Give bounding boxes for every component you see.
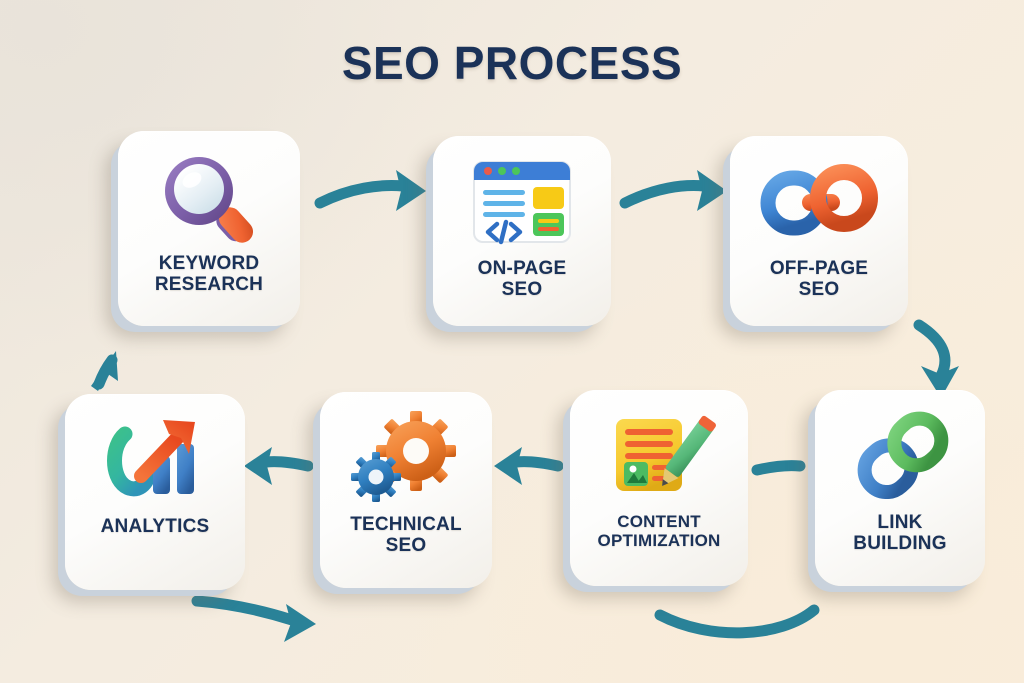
arrow-offpage-to-link (913, 319, 959, 398)
card-on-page-seo[interactable]: ON-PAGE SEO (433, 136, 611, 326)
card-label-line2: OPTIMIZATION (597, 531, 721, 551)
decorative-arc-bottom-left (191, 595, 316, 642)
arrow-onpage-to-offpage (619, 170, 727, 211)
card-keyword-research[interactable]: KEYWORD RESEARCH (118, 131, 300, 326)
card-label-line1: ANALYTICS (100, 516, 210, 537)
document-pencil-icon (599, 406, 719, 510)
arrow-technical-to-analytics (244, 447, 314, 485)
card-label-line2: BUILDING (853, 533, 947, 555)
arrow-keyword-to-onpage (314, 170, 426, 211)
chain-link-diagonal-icon (840, 406, 960, 510)
card-label-line2: RESEARCH (154, 274, 264, 296)
card-label-line1: ON-PAGE (477, 258, 567, 279)
card-link-building[interactable]: LINK BUILDING (815, 390, 985, 586)
card-label-off-page-seo: OFF-PAGE SEO (730, 258, 908, 301)
browser-window-code-icon (462, 152, 582, 256)
card-label-line1: LINK (877, 512, 923, 533)
growth-chart-arrow-icon (95, 410, 215, 514)
card-label-link-building: LINK BUILDING (815, 512, 985, 555)
card-label-analytics: ANALYTICS (65, 516, 245, 537)
card-label-line1: OFF-PAGE (769, 258, 869, 279)
card-analytics[interactable]: ANALYTICS (65, 394, 245, 590)
card-label-line2: SEO (798, 279, 840, 301)
card-label-content-optimization: CONTENT OPTIMIZATION (570, 512, 748, 550)
card-label-technical-seo: TECHNICAL SEO (320, 514, 492, 557)
gears-icon (346, 408, 466, 512)
card-label-line1: TECHNICAL (350, 514, 462, 535)
card-label-line2: SEO (501, 279, 543, 301)
card-technical-seo[interactable]: TECHNICAL SEO (320, 392, 492, 588)
card-label-line1: CONTENT (617, 512, 701, 531)
arrow-analytics-to-keyword (91, 351, 118, 391)
magnifying-glass-icon (149, 147, 269, 251)
card-label-keyword-research: KEYWORD RESEARCH (118, 253, 300, 296)
chain-link-horizontal-icon (759, 152, 879, 256)
card-label-line1: KEYWORD (158, 253, 260, 274)
decorative-arc-bottom-right (654, 604, 820, 639)
arrow-content-to-technical (494, 447, 564, 485)
card-label-line2: SEO (385, 535, 427, 557)
arrow-link-to-content (751, 460, 806, 476)
card-content-optimization[interactable]: CONTENT OPTIMIZATION (570, 390, 748, 586)
card-label-on-page-seo: ON-PAGE SEO (433, 258, 611, 301)
page-title: SEO PROCESS (341, 37, 683, 89)
card-off-page-seo[interactable]: OFF-PAGE SEO (730, 136, 908, 326)
